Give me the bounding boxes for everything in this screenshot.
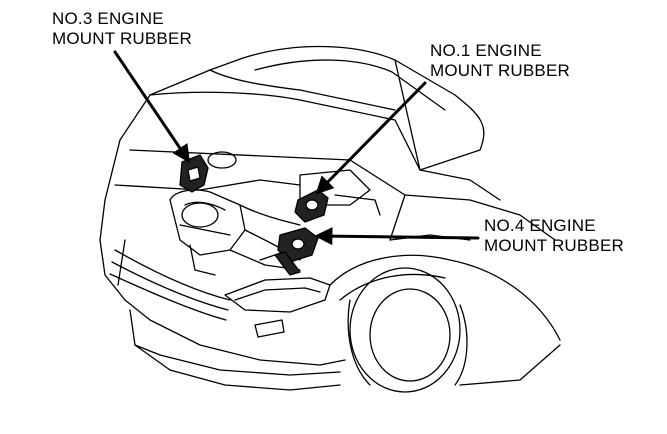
label-no1-line1: NO.1 ENGINE <box>430 41 542 60</box>
engine-mounts <box>179 154 329 276</box>
label-no4-line2: MOUNT RUBBER <box>484 236 624 255</box>
label-no4-engine-mount: NO.4 ENGINE MOUNT RUBBER <box>484 216 624 256</box>
arrow-no3 <box>113 50 191 163</box>
arrow-no1 <box>315 81 427 195</box>
label-no1-engine-mount: NO.1 ENGINE MOUNT RUBBER <box>430 41 570 81</box>
label-no3-line1: NO.3 ENGINE <box>52 9 164 28</box>
label-no4-line1: NO.4 ENGINE <box>484 216 596 235</box>
label-no3-line2: MOUNT RUBBER <box>52 29 192 48</box>
label-no1-line2: MOUNT RUBBER <box>430 61 570 80</box>
arrow-no4 <box>314 227 480 246</box>
leader-arrows <box>113 50 480 246</box>
label-no3-engine-mount: NO.3 ENGINE MOUNT RUBBER <box>52 9 192 49</box>
